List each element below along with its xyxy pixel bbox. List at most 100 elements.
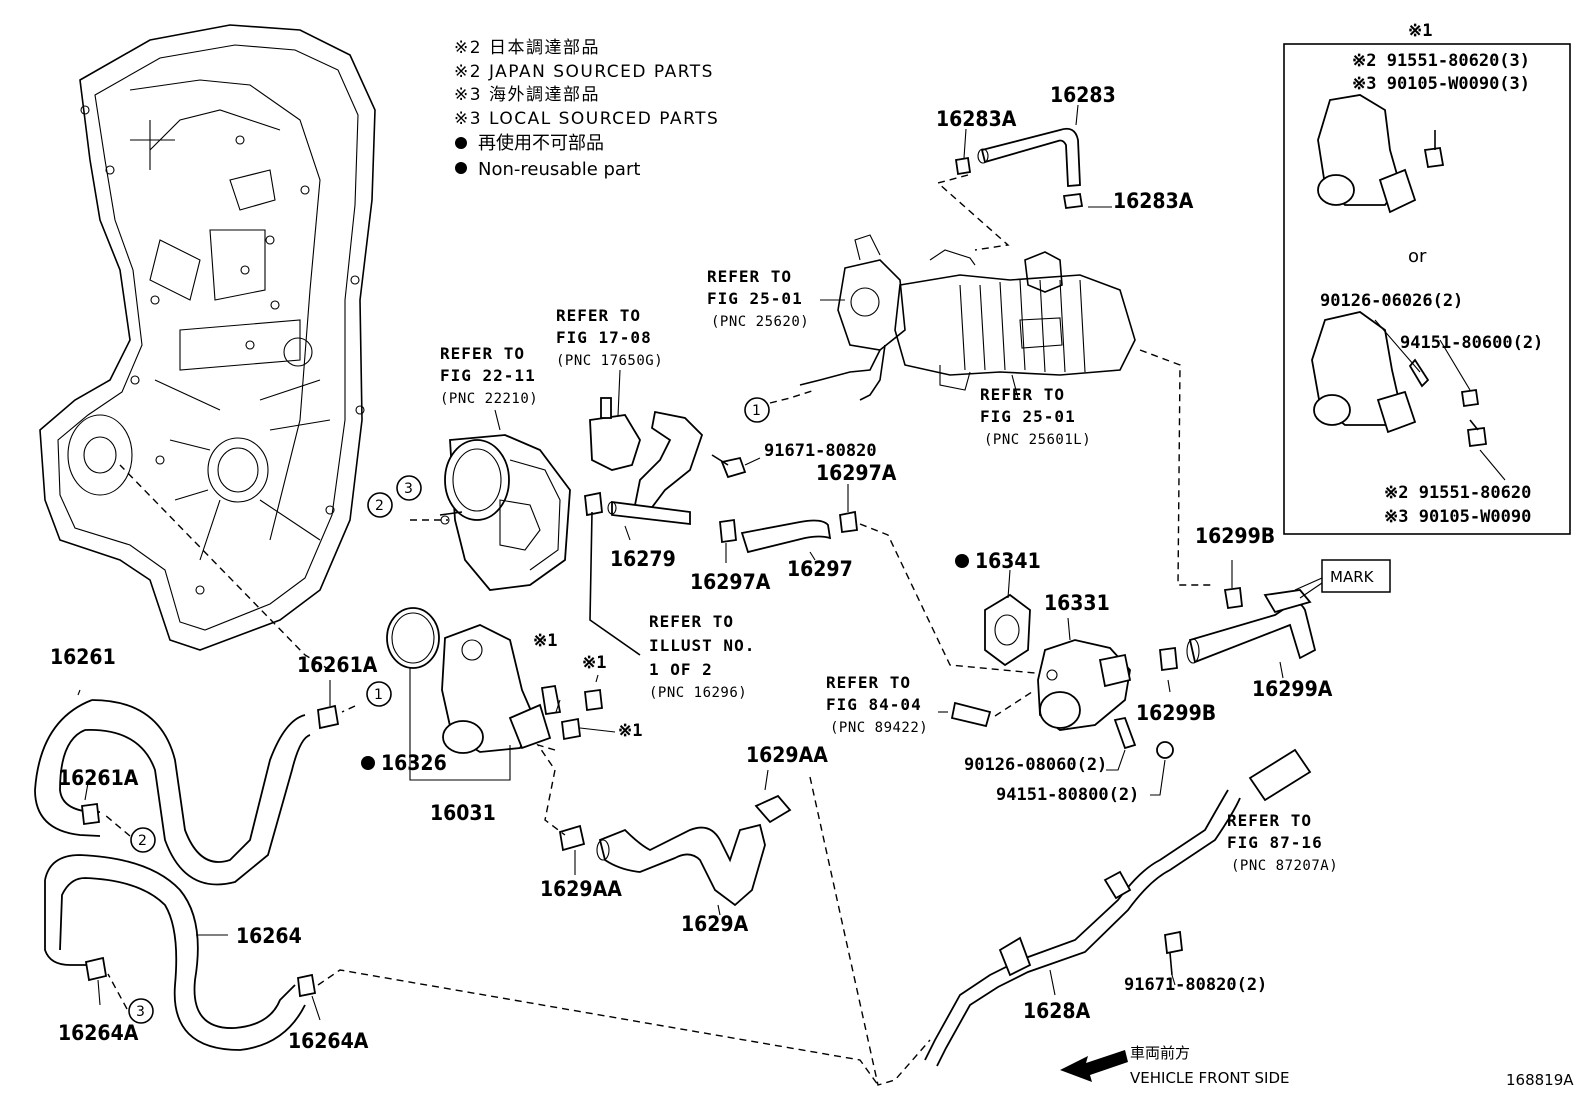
hose-16264-drawing bbox=[44, 854, 317, 1051]
inset-b1: 90126-06026(2) bbox=[1320, 291, 1463, 311]
ref-illust-l2: ILLUST NO. bbox=[649, 636, 755, 655]
vehicle-front-direction: 車両前方 VEHICLE FRONT SIDE bbox=[1060, 1044, 1290, 1087]
label-94151-80800: 94151-80800(2) bbox=[996, 785, 1139, 805]
label-16283a-top: 16283A bbox=[936, 107, 1017, 131]
callout-1-hose: 1 bbox=[374, 687, 383, 703]
water-pipe-1628a-drawing bbox=[924, 748, 1312, 1067]
stud-bolt-90126-08060-drawing bbox=[1113, 716, 1137, 750]
inset-or: or bbox=[1408, 246, 1427, 267]
callout-2-hose: 2 bbox=[138, 833, 147, 849]
label-16261a-top: 16261A bbox=[297, 653, 378, 677]
water-temp-sensor-drawing bbox=[950, 701, 992, 728]
callout-2-throttle: 2 bbox=[375, 498, 384, 514]
legend-japan-jp: ※2 日本調達部品 bbox=[454, 38, 600, 58]
hose-16297-drawing bbox=[740, 510, 858, 554]
front-arrow-icon bbox=[1060, 1050, 1128, 1082]
non-reusable-dot-icon bbox=[455, 137, 467, 149]
label-16299b-top: 16299B bbox=[1195, 524, 1275, 548]
inset-b2: 94151-80600(2) bbox=[1400, 333, 1543, 353]
label-16297: 16297 bbox=[787, 557, 853, 581]
mark-label-box: MARK bbox=[1294, 559, 1391, 599]
hose-16283-drawing bbox=[954, 127, 1084, 210]
ref-fig25a-l1: REFER TO bbox=[707, 267, 792, 286]
ref-fig22-l3: (PNC 22210) bbox=[440, 391, 538, 407]
legend-non-reusable-jp: 再使用不可部品 bbox=[478, 133, 604, 154]
label-16264a-left: 16264A bbox=[58, 1021, 139, 1045]
label-90126-08060: 90126-08060(2) bbox=[964, 755, 1107, 775]
water-outlet-16331-drawing bbox=[1037, 639, 1132, 731]
ref-fig25b-l2: FIG 25-01 bbox=[980, 407, 1076, 426]
label-91671-80820-2: 91671-80820(2) bbox=[1124, 975, 1267, 995]
label-16031: 16031 bbox=[430, 801, 496, 825]
ref-fig87-l2: FIG 87-16 bbox=[1227, 833, 1323, 852]
ref-fig25b-l3: (PNC 25601L) bbox=[984, 432, 1091, 448]
legend: ※2 日本調達部品 ※2 JAPAN SOURCED PARTS ※3 海外調達… bbox=[454, 38, 719, 180]
inset-a1: ※2 91551-80620(3) bbox=[1352, 51, 1530, 71]
inset-c1: ※2 91551-80620 bbox=[1384, 483, 1531, 503]
label-16264: 16264 bbox=[236, 924, 302, 948]
inset-a2: ※3 90105-W0090(3) bbox=[1352, 74, 1530, 94]
ref-illust-l1: REFER TO bbox=[649, 612, 734, 631]
legend-non-reusable-en: Non-reusable part bbox=[478, 159, 640, 180]
inset-alternative-parts: ※1 ※2 91551-80620(3) ※3 90105-W0090(3) o… bbox=[1283, 21, 1571, 535]
callout-1-egr: 1 bbox=[752, 403, 761, 419]
direction-en: VEHICLE FRONT SIDE bbox=[1130, 1069, 1290, 1087]
non-reusable-dot-icon bbox=[455, 162, 467, 174]
ref-fig84-l3: (PNC 89422) bbox=[830, 720, 928, 736]
legend-local-en: ※3 LOCAL SOURCED PARTS bbox=[454, 109, 719, 129]
ref-fig25a-l2: FIG 25-01 bbox=[707, 289, 803, 308]
inset-border bbox=[1283, 43, 1571, 535]
callout-3-hose: 3 bbox=[136, 1004, 145, 1020]
label-16297a-top: 16297A bbox=[816, 461, 897, 485]
label-16261a-left: 16261A bbox=[58, 766, 139, 790]
hose-16261-drawing bbox=[34, 699, 340, 886]
inset-c2: ※3 90105-W0090 bbox=[1384, 507, 1531, 527]
ref-illust-l3: 1 OF 2 bbox=[649, 660, 713, 679]
label-1629aa-top: 1629AA bbox=[746, 743, 828, 767]
label-16299a: 16299A bbox=[1252, 677, 1333, 701]
gasket-16341-drawing bbox=[984, 593, 1031, 667]
inset-title: ※1 bbox=[1408, 21, 1432, 41]
hose-16299a-drawing bbox=[1159, 586, 1317, 672]
non-reusable-dot-icon bbox=[361, 756, 375, 770]
hose-1629a-drawing bbox=[558, 794, 792, 907]
timing-chain-cover-drawing bbox=[39, 24, 376, 651]
label-16326: 16326 bbox=[381, 751, 447, 775]
water-bypass-pipe-16279-drawing bbox=[584, 410, 737, 544]
mark-label: MARK bbox=[1330, 568, 1375, 586]
ref-fig22-l1: REFER TO bbox=[440, 344, 525, 363]
ref-fig17-l2: FIG 17-08 bbox=[556, 328, 652, 347]
refer-to-notes: REFER TO FIG 17-08 (PNC 17650G) REFER TO… bbox=[440, 267, 1338, 874]
ref-fig22-l2: FIG 22-11 bbox=[440, 366, 536, 385]
o-ring-16326-drawing bbox=[386, 607, 440, 669]
non-reusable-dot-icon bbox=[955, 554, 969, 568]
label-star1-stud: ※1 bbox=[533, 631, 557, 651]
label-16279: 16279 bbox=[610, 547, 676, 571]
water-inlet-16031-drawing bbox=[441, 624, 603, 754]
label-16341: 16341 bbox=[975, 549, 1041, 573]
part-number-labels: 16283 16283A 16283A 91671-80820 16297A 1… bbox=[50, 83, 1333, 1053]
ref-fig17-l3: (PNC 17650G) bbox=[556, 353, 663, 369]
direction-jp: 車両前方 bbox=[1130, 1044, 1190, 1062]
nut-94151-80800-drawing bbox=[1156, 741, 1174, 759]
ref-fig87-l1: REFER TO bbox=[1227, 811, 1312, 830]
ref-fig17-l1: REFER TO bbox=[556, 306, 641, 325]
ref-fig84-l1: REFER TO bbox=[826, 673, 911, 692]
label-16299b-bottom: 16299B bbox=[1136, 701, 1216, 725]
ref-fig25b-l1: REFER TO bbox=[980, 385, 1065, 404]
label-star1-bolt: ※1 bbox=[618, 721, 642, 741]
label-1629a: 1629A bbox=[681, 912, 749, 936]
bolt-91671-80820-drawing bbox=[711, 454, 747, 479]
label-16264a-right: 16264A bbox=[288, 1029, 369, 1053]
legend-japan-en: ※2 JAPAN SOURCED PARTS bbox=[454, 62, 714, 82]
callout-circles: 1 1 2 2 3 3 bbox=[128, 397, 770, 1024]
label-16331: 16331 bbox=[1044, 591, 1110, 615]
ref-fig25a-l3: (PNC 25620) bbox=[711, 314, 809, 330]
figure-id: 168819A bbox=[1506, 1071, 1574, 1089]
label-star1-nut: ※1 bbox=[582, 653, 606, 673]
label-91671-80820: 91671-80820 bbox=[764, 441, 877, 461]
label-16283a-right: 16283A bbox=[1113, 189, 1194, 213]
legend-local-jp: ※3 海外調達部品 bbox=[454, 85, 600, 105]
throttle-body-drawing bbox=[439, 434, 571, 591]
